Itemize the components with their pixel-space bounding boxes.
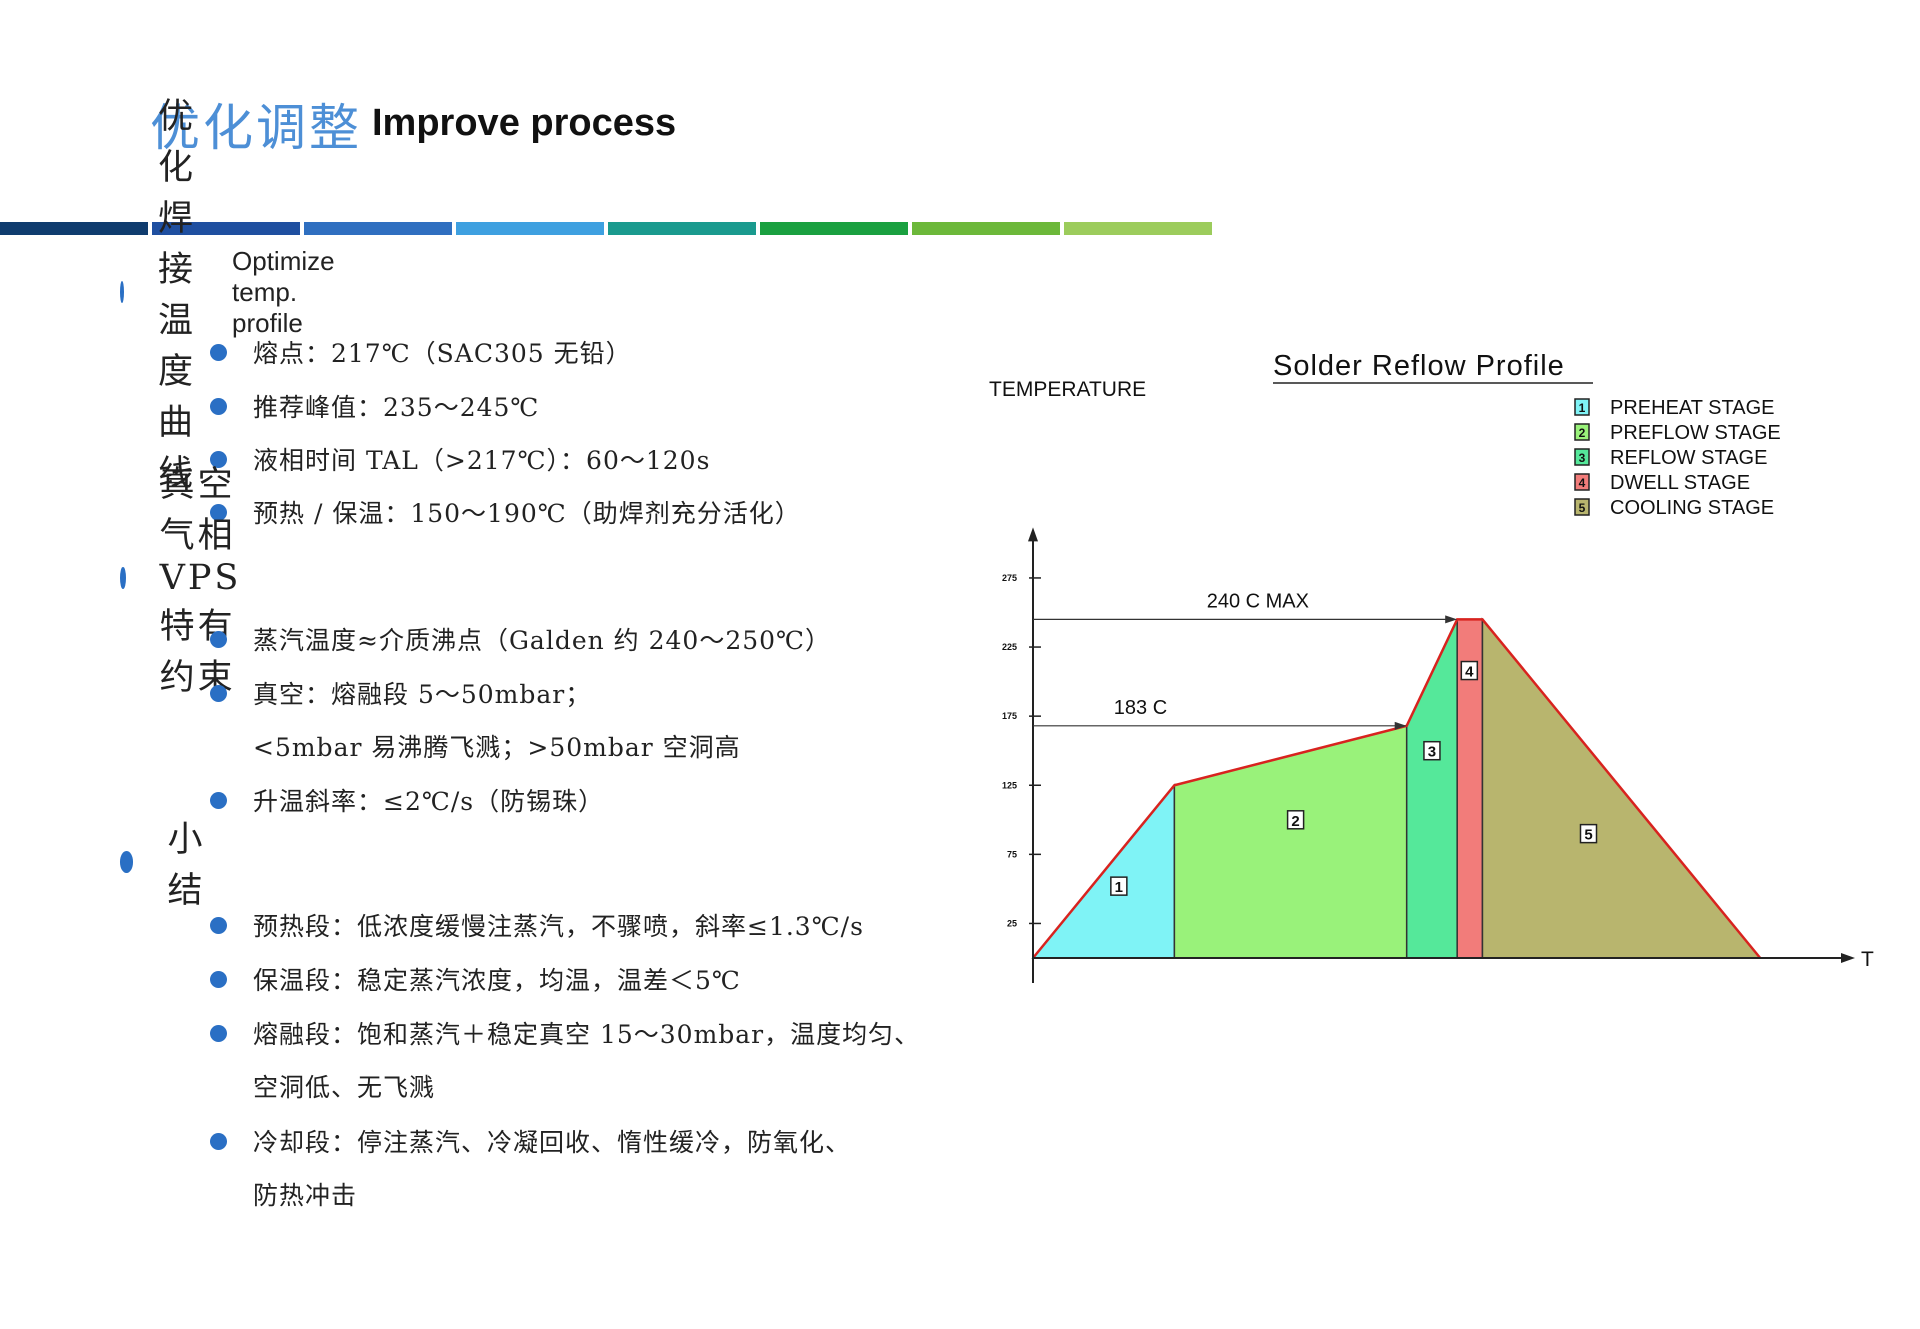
list-item-text: 熔融段：饱和蒸汽＋稳定真空 15～30mbar，温度均匀、 bbox=[253, 1020, 921, 1049]
section-heading-cn: 真空气相VPS特有约束 bbox=[159, 465, 242, 698]
reflow-profile-chart: 123452575125175225275TEMPERATURETIMESold… bbox=[975, 345, 1875, 1005]
stage-number-box bbox=[1579, 823, 1598, 844]
legend-swatch-number: 2 bbox=[1579, 426, 1586, 440]
list-item-continuation: 空洞低、无飞溅 bbox=[253, 1073, 436, 1102]
stripe-segment bbox=[760, 222, 908, 235]
stripe-segment bbox=[152, 222, 300, 235]
section-heading: 优化焊接温度曲线 Optimize temp. profile bbox=[120, 97, 335, 494]
section-heading: 真空气相VPS特有约束 bbox=[120, 465, 258, 698]
profile-line bbox=[1032, 618, 1762, 959]
bullet-dot-icon bbox=[210, 916, 227, 934]
legend-swatch bbox=[1574, 398, 1590, 416]
annotation-arrow bbox=[1394, 721, 1407, 730]
bullet-dot-icon bbox=[210, 503, 227, 521]
list-item-text: 冷却段：停注蒸汽、冷凝回收、惰性缓冷，防氧化、 bbox=[253, 1128, 852, 1157]
legend-label: COOLING STAGE bbox=[1610, 497, 1774, 519]
list-item-text: 推荐峰值：235～245℃ bbox=[253, 393, 540, 422]
page-title-en: Improve process bbox=[372, 102, 677, 144]
bullet-dot-icon bbox=[210, 1132, 227, 1150]
stripe-segment bbox=[0, 222, 148, 235]
y-tick-label: 125 bbox=[1002, 780, 1017, 790]
list-item: 预热段：低浓度缓慢注蒸汽，不骤喷，斜率≤1.3℃/s bbox=[210, 903, 864, 947]
stripe-segment bbox=[1064, 222, 1212, 235]
x-axis-label: TIME bbox=[1861, 948, 1875, 971]
page-title-cn: 优化调整 bbox=[150, 99, 362, 157]
legend-swatch-number: 4 bbox=[1579, 476, 1586, 490]
section-heading-en: Optimize temp. profile bbox=[232, 245, 335, 338]
section-heading-cn: 小结 bbox=[167, 820, 206, 911]
list-item: 预热 / 保温：150～190℃（助焊剂充分活化） bbox=[210, 490, 801, 534]
list-item-text: 保温段：稳定蒸汽浓度，均温，温差＜5℃ bbox=[253, 966, 741, 995]
bullet-dot-icon bbox=[120, 567, 126, 589]
annotation-label: 240 C MAX bbox=[1207, 590, 1309, 612]
list-item-text: 预热 / 保温：150～190℃（助焊剂充分活化） bbox=[253, 499, 801, 528]
bullet-dot-icon bbox=[210, 970, 227, 988]
stage-number-label: 1 bbox=[1115, 879, 1123, 896]
bullet-dot-icon bbox=[210, 450, 227, 468]
bullet-dot-icon bbox=[120, 851, 134, 873]
y-tick-label: 175 bbox=[1002, 711, 1017, 721]
legend-swatch bbox=[1574, 448, 1590, 466]
y-tick-label: 275 bbox=[1002, 573, 1017, 583]
stripe-segment bbox=[304, 222, 452, 235]
header-color-stripe bbox=[0, 222, 1212, 235]
list-item: 升温斜率：≤2℃/s（防锡珠） bbox=[210, 778, 604, 822]
legend-swatch-number: 1 bbox=[1579, 401, 1586, 415]
list-item: 熔融段：饱和蒸汽＋稳定真空 15～30mbar，温度均匀、 bbox=[210, 1011, 920, 1055]
list-item-text: 预热段：低浓度缓慢注蒸汽，不骤喷，斜率≤1.3℃/s bbox=[253, 912, 864, 941]
stage-number-box bbox=[1423, 740, 1441, 761]
stripe-segment bbox=[608, 222, 756, 235]
legend-swatch bbox=[1574, 473, 1590, 491]
stage-number-label: 3 bbox=[1428, 744, 1436, 761]
list-item-text: 蒸汽温度≈介质沸点（Galden 约 240～250℃） bbox=[253, 626, 832, 655]
stage-number-label: 5 bbox=[1584, 827, 1592, 844]
legend-label: REFLOW STAGE bbox=[1610, 447, 1767, 469]
legend-swatch bbox=[1574, 423, 1590, 441]
bullet-dot-icon bbox=[210, 630, 227, 648]
section-heading-cn: 优化焊接温度曲线 bbox=[158, 97, 197, 494]
list-item: 冷却段：停注蒸汽、冷凝回收、惰性缓冷，防氧化、 bbox=[210, 1119, 851, 1163]
stage-number-box bbox=[1286, 810, 1305, 830]
stage-number-label: 4 bbox=[1465, 664, 1474, 681]
y-axis-arrow bbox=[1028, 527, 1038, 542]
stage-number-box bbox=[1460, 660, 1479, 681]
bullet-dot-icon bbox=[210, 791, 227, 809]
annotation-label: 183 C bbox=[1114, 697, 1167, 719]
stage-number-box bbox=[1110, 876, 1128, 896]
list-item: 蒸汽温度≈介质沸点（Galden 约 240～250℃） bbox=[210, 617, 831, 661]
list-item: 推荐峰值：235～245℃ bbox=[210, 384, 539, 428]
list-item-text: 液相时间 TAL（>217℃）：60～120s bbox=[253, 446, 711, 475]
bullet-dot-icon bbox=[210, 1024, 227, 1042]
legend-swatch-number: 5 bbox=[1579, 501, 1586, 515]
stripe-segment bbox=[456, 222, 604, 235]
x-axis-arrow bbox=[1841, 953, 1855, 963]
bullet-dot-icon bbox=[210, 343, 227, 361]
list-item-text: 熔点：217℃（SAC305 无铅） bbox=[253, 339, 632, 368]
list-item-text: 真空：熔融段 5～50mbar； bbox=[253, 680, 592, 709]
y-tick-label: 75 bbox=[1007, 849, 1017, 859]
legend-label: PREHEAT STAGE bbox=[1610, 397, 1774, 419]
list-item: 熔点：217℃（SAC305 无铅） bbox=[210, 330, 632, 374]
legend-label: PREFLOW STAGE bbox=[1610, 422, 1781, 444]
legend-swatch-number: 3 bbox=[1579, 451, 1586, 465]
y-tick-label: 25 bbox=[1007, 918, 1017, 928]
legend-label: DWELL STAGE bbox=[1610, 472, 1750, 494]
list-item-text: 升温斜率：≤2℃/s（防锡珠） bbox=[253, 787, 605, 816]
section-heading: 小结 bbox=[120, 820, 214, 911]
y-tick-label: 225 bbox=[1002, 642, 1017, 652]
legend-swatch bbox=[1574, 498, 1590, 516]
list-item-continuation: <5mbar 易沸腾飞溅；>50mbar 空洞高 bbox=[253, 733, 741, 762]
list-item: 保温段：稳定蒸汽浓度，均温，温差＜5℃ bbox=[210, 957, 741, 1001]
stripe-segment bbox=[912, 222, 1060, 235]
chart-title: Solder Reflow Profile bbox=[1273, 350, 1565, 382]
bullet-dot-icon bbox=[210, 397, 227, 415]
stage-number-label: 2 bbox=[1291, 813, 1299, 830]
annotation-arrow bbox=[1445, 615, 1458, 624]
list-item: 液相时间 TAL（>217℃）：60～120s bbox=[210, 437, 710, 481]
bullet-dot-icon bbox=[120, 281, 125, 303]
list-item-continuation: 防热冲击 bbox=[253, 1181, 358, 1210]
list-item: 真空：熔融段 5～50mbar； bbox=[210, 671, 591, 715]
y-axis-label: TEMPERATURE bbox=[989, 378, 1146, 401]
bullet-dot-icon bbox=[210, 684, 227, 702]
